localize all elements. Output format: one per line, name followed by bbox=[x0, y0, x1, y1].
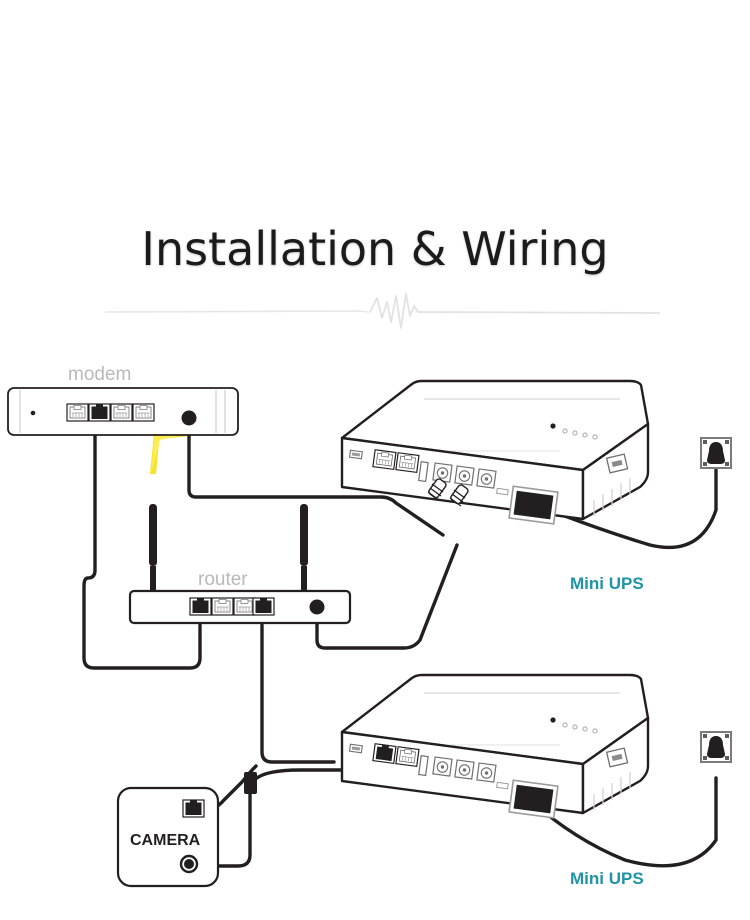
ups-top-dc-out-2[interactable] bbox=[454, 465, 475, 486]
modem-status-led bbox=[30, 410, 36, 416]
modem-port-3[interactable] bbox=[110, 403, 133, 422]
router-port-1[interactable] bbox=[189, 597, 212, 616]
camera-dc-jack[interactable] bbox=[184, 859, 194, 869]
device-modem[interactable] bbox=[7, 387, 239, 436]
page-header: Installation & Wiring bbox=[0, 200, 750, 508]
mini-ups-top-label: Mini UPS bbox=[570, 574, 644, 593]
camera-label: CAMERA bbox=[130, 832, 201, 849]
camera-port-rj45[interactable] bbox=[182, 799, 205, 818]
device-mini-ups-bottom[interactable] bbox=[340, 673, 650, 819]
ups-bottom-led-power bbox=[550, 717, 556, 723]
ups-top-dc-out-3[interactable] bbox=[476, 468, 497, 489]
ups-top-led-3 bbox=[582, 432, 588, 438]
router-dc-jack[interactable] bbox=[309, 599, 325, 615]
ups-bottom-rj45-2[interactable] bbox=[395, 746, 420, 767]
device-mini-ups-top[interactable] bbox=[340, 379, 650, 525]
modem-port-4[interactable] bbox=[132, 403, 155, 422]
router-label: router bbox=[198, 569, 248, 590]
ups-bottom-dc-out-2[interactable] bbox=[454, 759, 475, 780]
ups-top-usb-port[interactable] bbox=[348, 449, 363, 460]
ups-bottom-led-3 bbox=[582, 726, 588, 732]
router-port-2[interactable] bbox=[211, 597, 234, 616]
ups-bottom-dc-out-3[interactable] bbox=[476, 762, 497, 783]
ups-top-rj45-2[interactable] bbox=[395, 452, 420, 473]
page-title: Installation & Wiring bbox=[141, 222, 609, 276]
ups-bottom-usb-port[interactable] bbox=[348, 743, 363, 754]
ups-top-led-power bbox=[550, 423, 556, 429]
modem-port-1[interactable] bbox=[66, 403, 89, 422]
modem-port-2[interactable] bbox=[88, 403, 111, 422]
ups-top-dc-out-1[interactable] bbox=[432, 462, 453, 483]
ups-bottom-vents bbox=[593, 772, 631, 810]
cable-ups-bottom-ac bbox=[528, 776, 718, 868]
ups-bottom-rj45-1[interactable] bbox=[372, 743, 397, 764]
ups-top-marking bbox=[496, 487, 509, 496]
ups-bottom-dc-out-1[interactable] bbox=[432, 756, 453, 777]
cable-modem-to-router bbox=[82, 425, 202, 670]
ups-top-led-2 bbox=[572, 430, 578, 436]
router-port-4[interactable] bbox=[252, 597, 275, 616]
cable-ups-bottom-to-camera-power bbox=[194, 768, 374, 868]
cable-router-to-camera bbox=[260, 623, 336, 764]
ups-top-led-4 bbox=[592, 434, 598, 440]
ups-bottom-led-1 bbox=[562, 722, 568, 728]
wall-outlet-bottom[interactable] bbox=[700, 731, 732, 763]
cable-ups-top-ac bbox=[534, 468, 718, 550]
ups-top-barrel-plug-2 bbox=[449, 484, 469, 507]
ups-bottom-ac-inlet[interactable] bbox=[508, 779, 559, 819]
router-port-3[interactable] bbox=[233, 597, 256, 616]
ups-top-card-slot[interactable] bbox=[418, 461, 429, 483]
device-camera[interactable] bbox=[116, 786, 220, 888]
ups-bottom-led-2 bbox=[572, 724, 578, 730]
modem-label: modem bbox=[68, 364, 131, 385]
ups-top-rj45-1[interactable] bbox=[372, 449, 397, 470]
ups-top-ac-inlet[interactable] bbox=[508, 485, 559, 525]
wall-outlet-top[interactable] bbox=[700, 437, 732, 469]
ferrite-bead bbox=[244, 772, 257, 794]
cable-router-power bbox=[315, 543, 459, 650]
router-antenna-left bbox=[149, 504, 157, 596]
router-antenna-right bbox=[300, 504, 308, 596]
cable-modem-power bbox=[187, 423, 445, 537]
ups-top-power-switch[interactable] bbox=[605, 453, 629, 474]
ups-top-led-1 bbox=[562, 428, 568, 434]
ups-bottom-card-slot[interactable] bbox=[418, 755, 429, 777]
modem-dc-jack[interactable] bbox=[181, 410, 197, 426]
ups-bottom-power-switch[interactable] bbox=[605, 747, 629, 768]
mini-ups-bottom-label: Mini UPS bbox=[570, 869, 644, 888]
device-router[interactable] bbox=[128, 504, 352, 625]
ups-bottom-led-4 bbox=[592, 728, 598, 734]
ups-bottom-marking bbox=[496, 781, 509, 790]
ups-top-vents bbox=[593, 478, 631, 516]
ups-top-barrel-plug-1 bbox=[427, 478, 447, 501]
pulse-line-divider bbox=[104, 293, 661, 329]
